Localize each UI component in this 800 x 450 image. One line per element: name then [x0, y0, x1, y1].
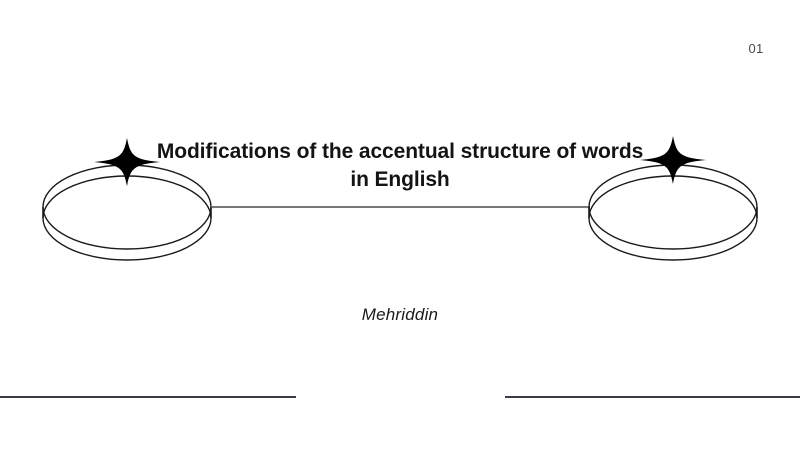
- title-heading: Modifications of the accentual structure…: [140, 138, 660, 194]
- author-name: Mehriddin: [361, 305, 439, 324]
- title-line-1: Modifications of the accentual structure…: [156, 140, 644, 163]
- page-number: 01: [748, 41, 764, 56]
- page-title: Modifications of the accentual structure…: [140, 138, 660, 194]
- bottom-rule-left: [0, 396, 296, 398]
- bottom-rule-right: [505, 396, 800, 398]
- author-block: Mehriddin: [0, 305, 800, 325]
- title-line-2: in English: [350, 168, 450, 191]
